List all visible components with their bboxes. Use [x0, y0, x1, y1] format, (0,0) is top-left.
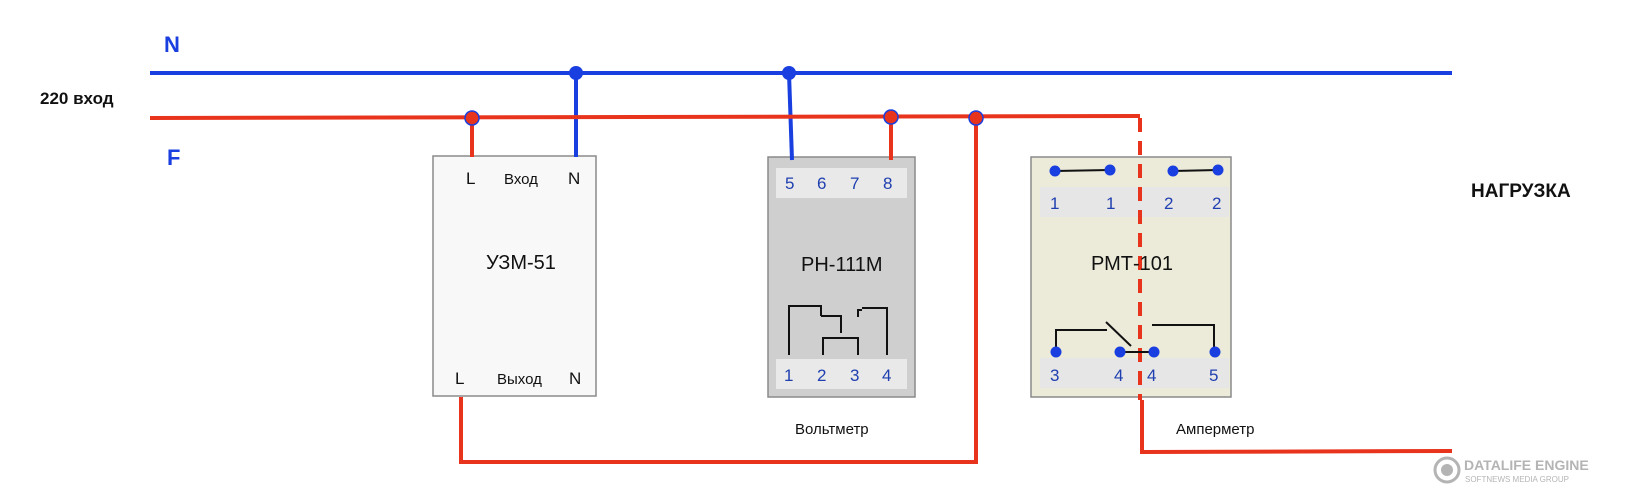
rn-terminal-5: 5	[785, 174, 794, 193]
input-label: 220 вход	[40, 89, 114, 108]
phase-junction-rn	[883, 109, 899, 125]
rmt-contact-dots	[1049, 164, 1224, 358]
rn-contact-symbol	[788, 305, 888, 355]
phase-junction-uzm	[464, 110, 480, 126]
uzm-output-label: Выход	[497, 371, 542, 388]
rmt-terminal-1a: 1	[1050, 194, 1059, 213]
neutral-junction-uzm	[569, 66, 583, 80]
watermark-title: DATALIFE ENGINE	[1464, 457, 1589, 473]
rn-caption: Вольтметр	[795, 421, 869, 438]
rmt-terminal-3: 3	[1050, 366, 1059, 385]
uzm-top-left-terminal: L	[466, 169, 475, 188]
neutral-junction-rn	[782, 66, 796, 80]
rn-terminal-2: 2	[817, 366, 826, 385]
rmt-terminal-2b: 2	[1212, 194, 1221, 213]
rn-111m-device	[767, 156, 916, 398]
rn-terminal-4: 4	[882, 366, 891, 385]
rn-terminal-3: 3	[850, 366, 859, 385]
rn-terminal-6: 6	[817, 174, 826, 193]
rmt-terminal-2a: 2	[1164, 194, 1173, 213]
uzm-top-right-terminal: N	[568, 169, 580, 188]
uzm-name: УЗМ-51	[486, 252, 556, 274]
rmt-caption: Амперметр	[1176, 421, 1255, 438]
neutral-junctions	[569, 66, 796, 80]
watermark: DATALIFE ENGINE SOFTNEWS MEDIA GROUP	[1433, 456, 1589, 484]
rmt-terminal-4a: 4	[1114, 366, 1123, 385]
phase-junctions	[464, 109, 984, 126]
rn-terminal-7: 7	[850, 174, 859, 193]
uzm-input-label: Вход	[504, 171, 538, 188]
rmt-terminal-1b: 1	[1106, 194, 1115, 213]
watermark-subtitle: SOFTNEWS MEDIA GROUP	[1465, 475, 1569, 484]
uzm-51-device	[432, 155, 597, 397]
datalife-logo-icon	[1433, 456, 1461, 484]
rmt-terminal-4b: 4	[1147, 366, 1156, 385]
rmt-101-device	[1030, 156, 1232, 398]
rmt-name: РМТ-101	[1091, 253, 1173, 275]
uzm-bottom-left-terminal: L	[455, 369, 464, 388]
load-label: НАГРУЗКА	[1471, 181, 1571, 202]
phase-junction-loop	[968, 110, 984, 126]
rn-terminal-1: 1	[784, 366, 793, 385]
phase-label: F	[167, 145, 180, 170]
uzm-bottom-right-terminal: N	[569, 369, 581, 388]
neutral-label: N	[164, 32, 180, 57]
rmt-terminal-5: 5	[1209, 366, 1218, 385]
rn-terminal-8: 8	[883, 174, 892, 193]
rn-name: РН-111М	[801, 254, 883, 276]
